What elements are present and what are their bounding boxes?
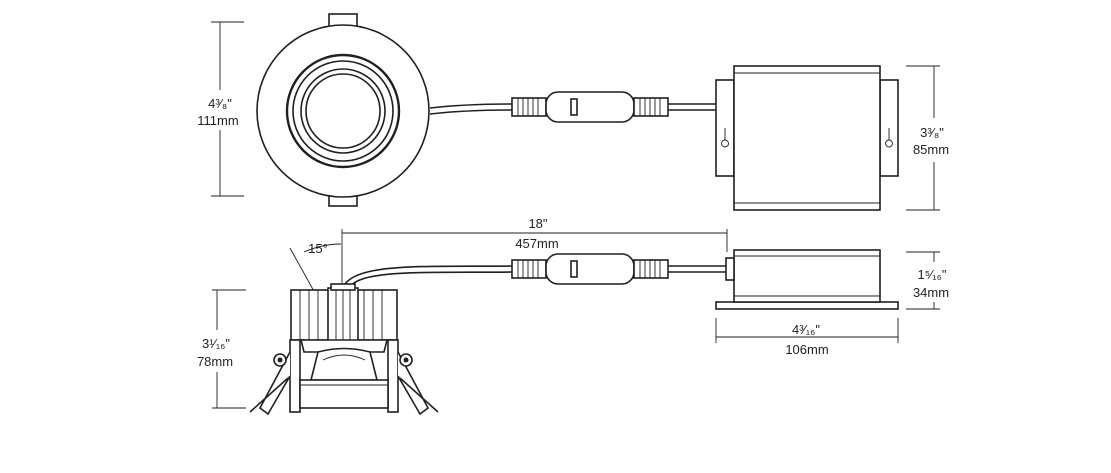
dimension-driver-width: 3³⁄₈" 85mm <box>906 65 949 211</box>
driver-side-view <box>715 249 899 310</box>
driver-length-imperial: 4³⁄₁₆" <box>792 322 820 337</box>
top-cable <box>429 91 724 123</box>
dimension-fixture-diameter: 4³⁄₈" 111mm <box>197 21 244 197</box>
fixture-side-view <box>249 283 439 416</box>
cable-connector-side <box>511 253 669 285</box>
tilt-angle-label: 15° <box>308 241 328 256</box>
mounting-keyhole-right <box>885 128 893 148</box>
dimension-cable-length: 18" 457mm <box>341 216 728 290</box>
cable-connector-top <box>511 91 669 123</box>
driver-top-view <box>715 65 899 211</box>
driver-length-metric: 106mm <box>785 342 828 357</box>
driver-height-metric: 34mm <box>913 285 949 300</box>
dimension-driver-height: 1⁵⁄₁₆" 34mm <box>906 251 949 310</box>
fixture-height-metric: 78mm <box>197 354 233 369</box>
dimension-fixture-height: 3¹⁄₁₆" 78mm <box>197 289 246 409</box>
driver-width-metric: 85mm <box>913 142 949 157</box>
driver-height-imperial: 1⁵⁄₁₆" <box>917 267 946 282</box>
fixture-diameter-imperial: 4³⁄₈" <box>208 96 232 111</box>
fixture-diameter-metric: 111mm <box>197 113 238 128</box>
fixture-top-view <box>256 13 430 207</box>
driver-width-imperial: 3³⁄₈" <box>920 125 944 140</box>
side-cable <box>341 253 728 291</box>
dimension-driver-length: 4³⁄₁₆" 106mm <box>715 318 899 357</box>
mounting-keyhole-left <box>721 128 729 148</box>
cable-length-imperial: 18" <box>528 216 547 231</box>
cable-length-metric: 457mm <box>515 236 558 251</box>
fixture-height-imperial: 3¹⁄₁₆" <box>202 336 230 351</box>
